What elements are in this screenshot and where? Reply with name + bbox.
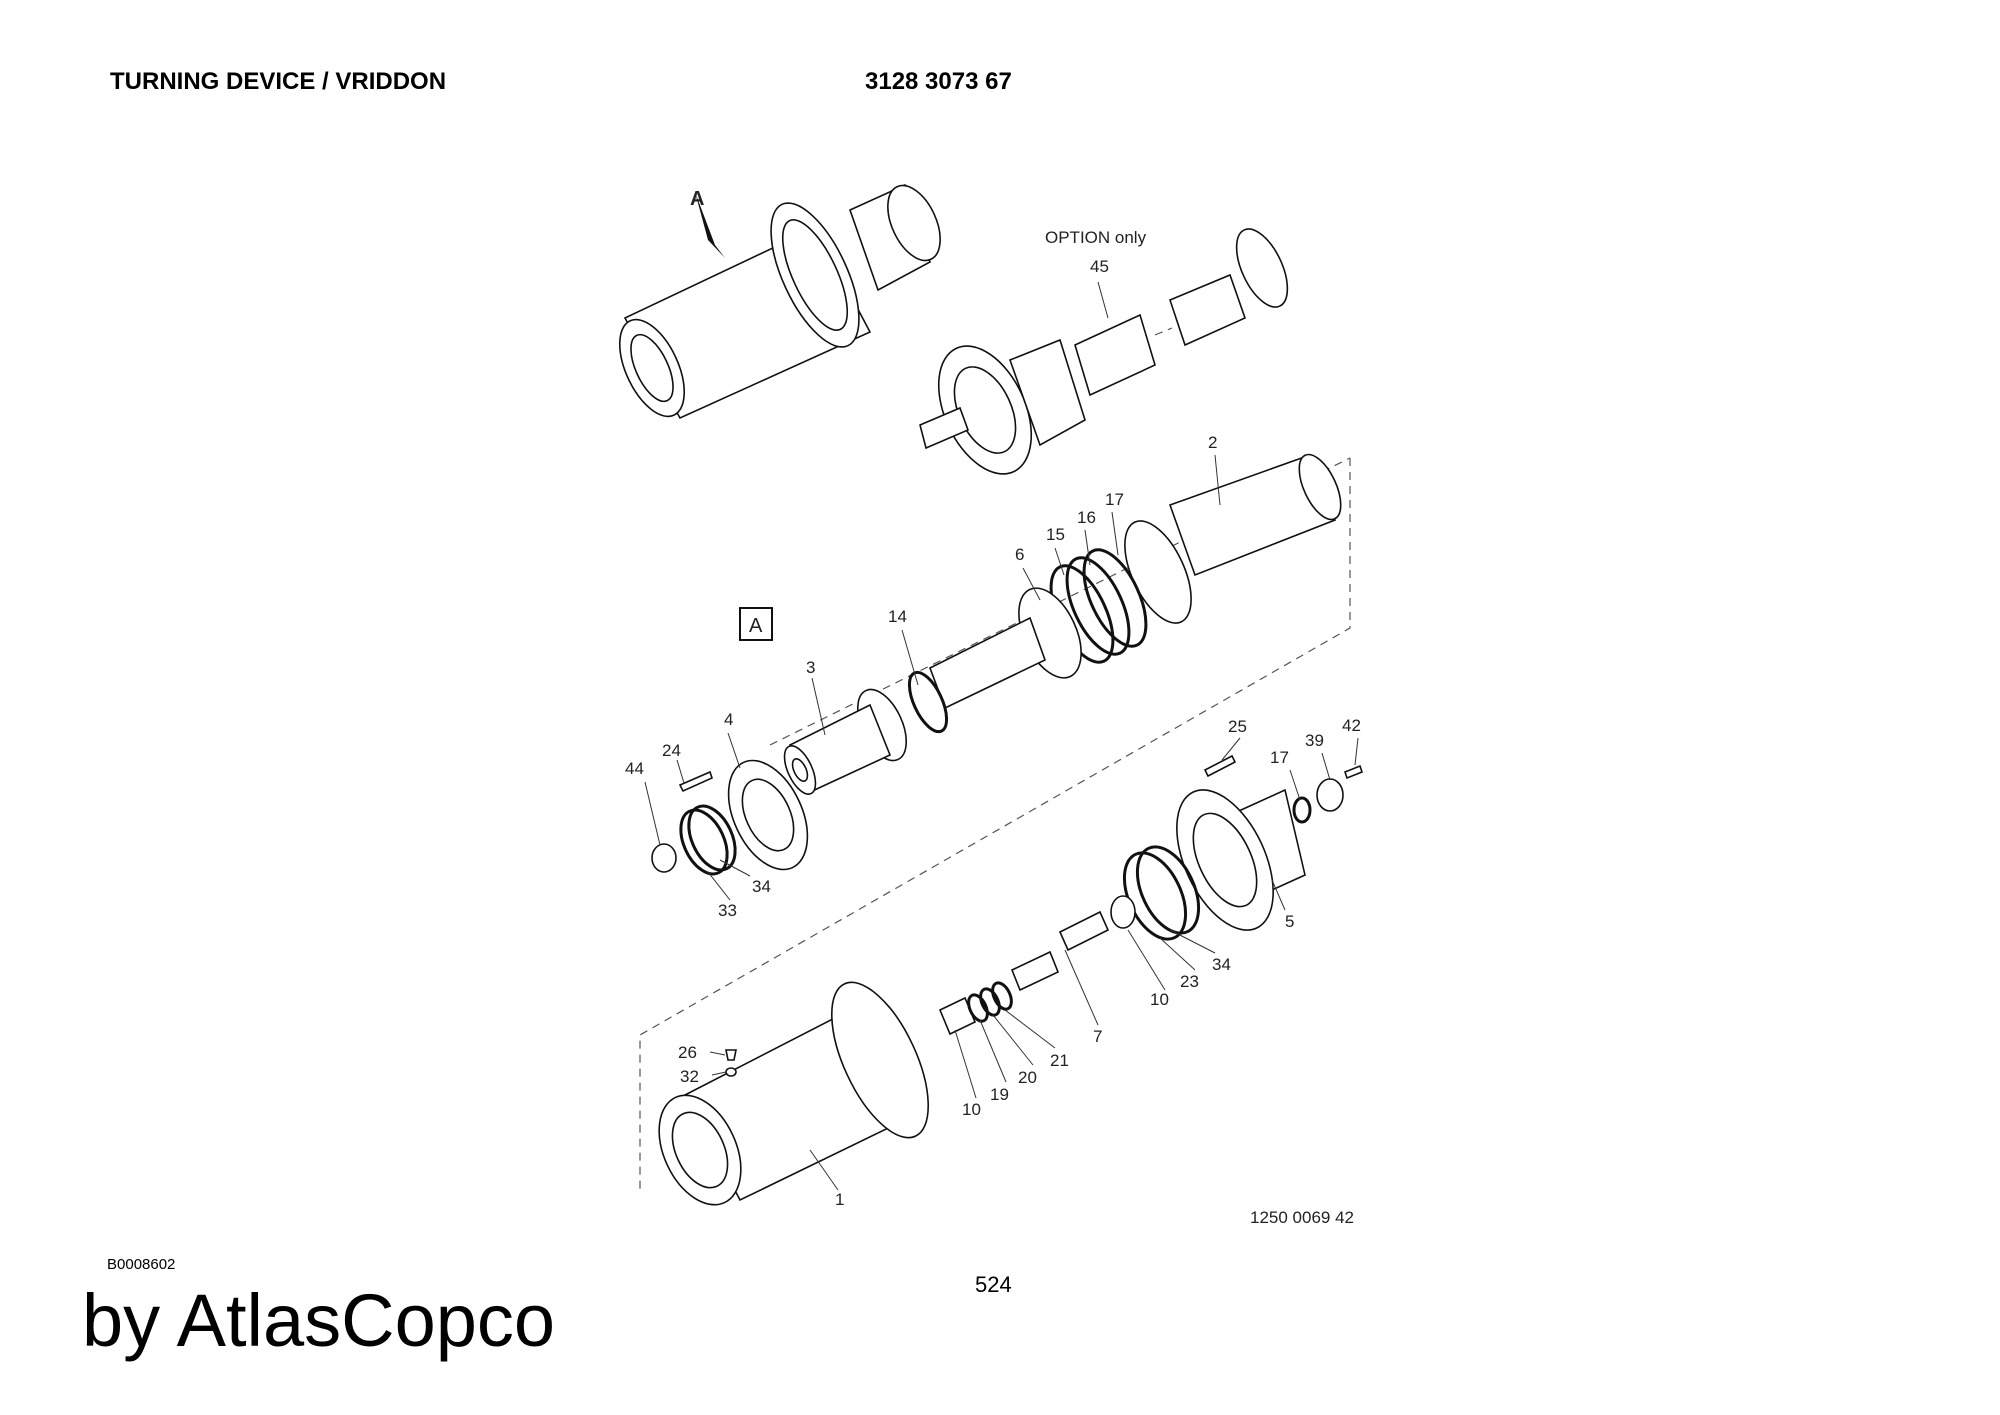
callout-19: 19 [990,1085,1009,1104]
reference-code: B0008602 [107,1256,176,1273]
drawing-number: 1250 0069 42 [1250,1208,1354,1227]
main-shaft-assembly [783,453,1342,795]
callout-34-right: 34 [1212,955,1231,974]
callout-6: 6 [1015,545,1024,564]
option-shaft [919,228,1289,475]
callout-leaders [644,454,1359,1191]
page-number: 524 [975,1272,1012,1297]
callout-7: 7 [1093,1027,1102,1046]
assembly-view-a [618,183,941,420]
callout-4: 4 [724,710,733,729]
callout-1: 1 [835,1190,844,1209]
callout-17: 17 [1105,490,1124,509]
callout-10-lower: 10 [962,1100,981,1119]
callout-33: 33 [718,901,737,920]
callout-24: 24 [662,741,681,760]
document-title: TURNING DEVICE / VRIDDON [110,68,447,95]
brand-footer: by AtlasCopco [82,1279,556,1362]
callout-42: 42 [1342,716,1361,735]
view-box-a [739,607,773,641]
callout-14: 14 [888,607,907,626]
callout-39: 39 [1305,731,1324,750]
callout-44: 44 [625,759,644,778]
callout-15: 15 [1046,525,1065,544]
callout-34-left: 34 [752,877,771,896]
right-end-parts [1058,754,1363,952]
callout-5: 5 [1285,912,1294,931]
callout-45: 45 [1090,257,1109,276]
callout-numbers: 45 2 17 16 15 6 14 3 4 24 44 34 33 25 17… [625,257,1361,1209]
callout-26: 26 [678,1043,697,1062]
part-number: 3128 3073 67 [865,68,1012,95]
left-end-parts [651,759,809,876]
view-arrow-label: A [690,188,704,210]
callout-2: 2 [1208,433,1217,452]
callout-23: 23 [1180,972,1199,991]
callout-21: 21 [1050,1051,1069,1070]
callout-17-right: 17 [1270,748,1289,767]
view-box-label: A [749,615,763,637]
option-note: OPTION only [1045,228,1147,247]
lower-cylinder-assembly [658,950,1060,1206]
callout-25: 25 [1228,717,1247,736]
callout-20: 20 [1018,1068,1037,1087]
callout-3: 3 [806,658,815,677]
callout-32: 32 [680,1067,699,1086]
callout-10-right: 10 [1150,990,1169,1009]
callout-16: 16 [1077,508,1096,527]
